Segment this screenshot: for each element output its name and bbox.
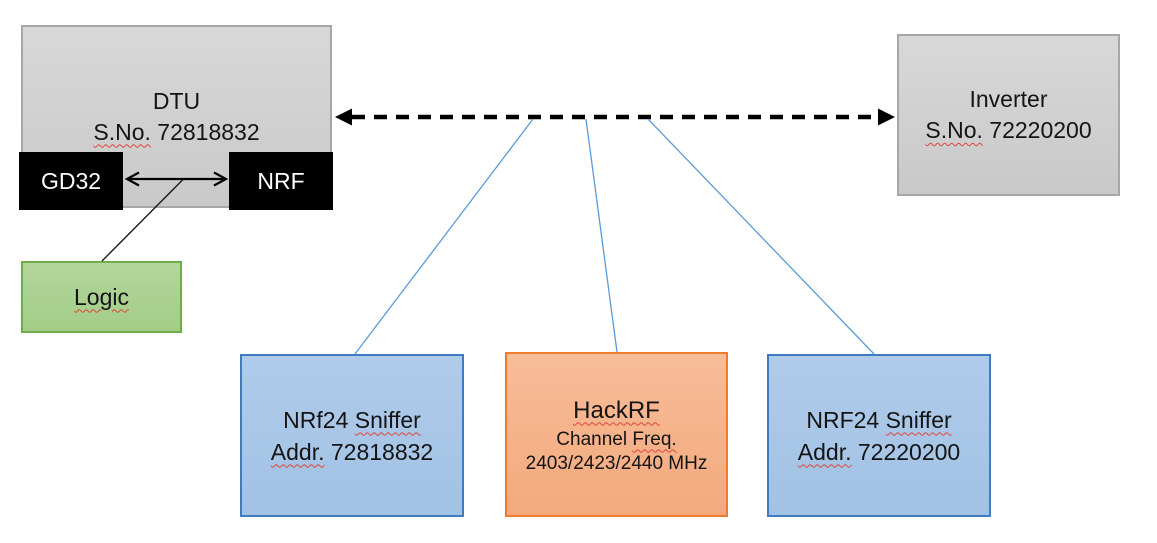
sniffer-left-addr-number: 72818832 bbox=[330, 438, 434, 465]
dtu-serial-number: 72818832 bbox=[157, 118, 260, 145]
sniffer-right-name-word: Sniffer bbox=[885, 406, 952, 433]
sniffer-right-addr-label: Addr. bbox=[797, 438, 852, 465]
link-to-sniffer-right bbox=[647, 118, 875, 355]
sniffer-right-name-prefix: NRF24 bbox=[806, 406, 880, 433]
logic-node: Logic bbox=[21, 261, 182, 333]
sniffer-right-node: NRF24 Sniffer Addr. 72220200 bbox=[767, 354, 991, 517]
hackrf-channel-freq: Channel Freq. bbox=[556, 428, 676, 452]
dashed-link-right-arrowhead-icon bbox=[878, 108, 895, 126]
sniffer-right-addr: Addr. 72220200 bbox=[798, 436, 960, 468]
sniffer-left-node: NRf24 Sniffer Addr. 72818832 bbox=[240, 354, 464, 517]
sniffer-left-addr: Addr. 72818832 bbox=[271, 436, 433, 468]
gd32-label: GD32 bbox=[40, 167, 102, 194]
inverter-serial-number: 72220200 bbox=[989, 117, 1092, 143]
dashed-link-left-arrowhead-icon bbox=[335, 108, 352, 126]
hackrf-channel-word: Channel bbox=[556, 428, 628, 450]
link-to-hackrf bbox=[585, 118, 618, 353]
sniffer-left-name-prefix: NRf24 bbox=[283, 406, 349, 433]
hackrf-freq-word: Freq. bbox=[632, 428, 677, 450]
nrf-label: NRF bbox=[257, 167, 305, 194]
inverter-title: Inverter bbox=[969, 86, 1048, 112]
hackrf-frequencies: 2403/2423/2440 MHz bbox=[525, 452, 708, 474]
sniffer-right-addr-number: 72220200 bbox=[857, 438, 961, 465]
dtu-title: DTU bbox=[152, 87, 201, 114]
hackrf-title: HackRF bbox=[573, 396, 660, 424]
link-to-sniffer-left bbox=[354, 118, 534, 355]
nrf-chip: NRF bbox=[229, 152, 333, 210]
inverter-serial: S.No. 72220200 bbox=[925, 115, 1091, 146]
sniffer-left-name-word: Sniffer bbox=[354, 406, 421, 433]
hackrf-node: HackRF Channel Freq. 2403/2423/2440 MHz bbox=[505, 352, 728, 517]
sniffer-left-addr-label: Addr. bbox=[270, 438, 325, 465]
logic-label: Logic bbox=[74, 283, 129, 310]
sniffer-right-name: NRF24 Sniffer bbox=[806, 404, 951, 436]
gd32-chip: GD32 bbox=[19, 152, 123, 210]
dtu-serial-label: S.No. bbox=[93, 118, 151, 145]
inverter-serial-label: S.No. bbox=[925, 117, 983, 143]
dtu-serial: S.No. 72818832 bbox=[93, 117, 259, 148]
sniffer-left-name: NRf24 Sniffer bbox=[283, 404, 421, 436]
inverter-node: Inverter S.No. 72220200 bbox=[897, 34, 1120, 196]
